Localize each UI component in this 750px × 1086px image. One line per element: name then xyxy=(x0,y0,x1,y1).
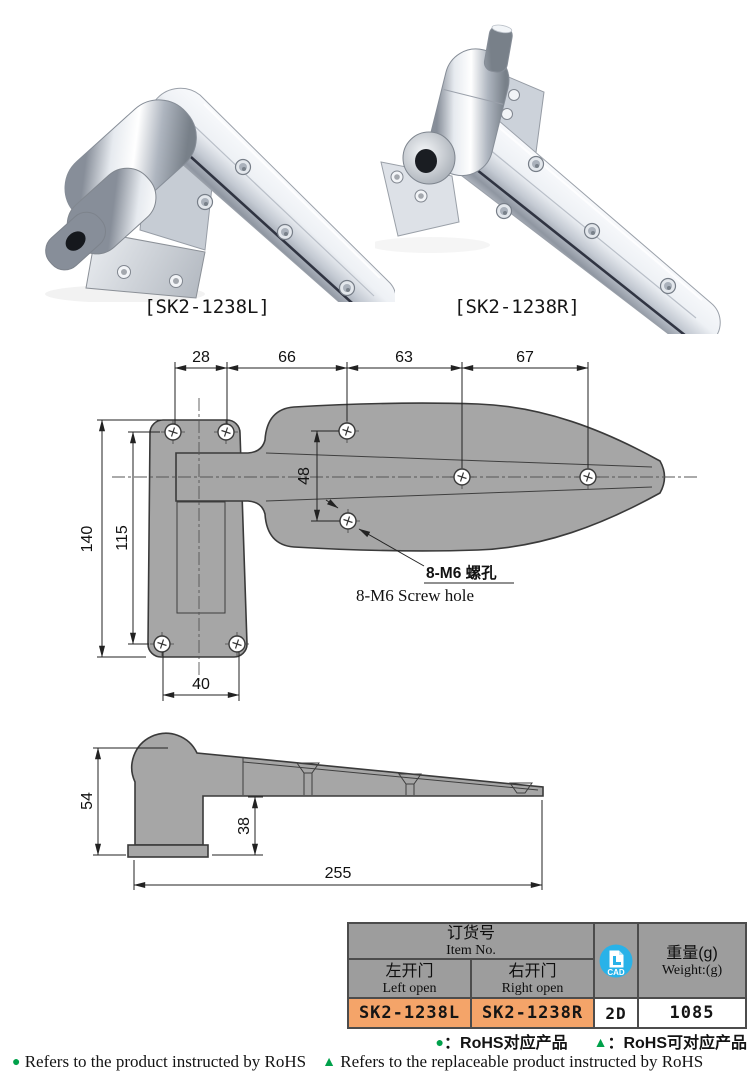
rohs-triangle-text-en: Refers to the replaceable product instru… xyxy=(335,1052,704,1071)
dimension-255: 255 xyxy=(133,800,543,890)
strap-rib-bottom xyxy=(265,486,653,502)
left-open-cn: 左开门 xyxy=(385,962,434,980)
hinge-pin xyxy=(45,211,106,271)
hinge-strap xyxy=(147,87,395,302)
dim-115: 115 xyxy=(114,525,131,551)
rohs-note-cn: ●：RoHS对应产品 ▲：RoHS可对应产品 xyxy=(436,1029,747,1053)
left-open-header: 左开门 Left open xyxy=(347,958,472,999)
table-row: SK2-1238L SK2-1238R 2D 1085 xyxy=(347,997,747,1029)
dim-48: 48 xyxy=(296,467,313,485)
rohs-triangle-icon: ▲ xyxy=(593,1034,608,1050)
photo-shadow xyxy=(375,237,490,253)
weight-header: 重量(g) Weight:(g) xyxy=(637,922,747,999)
hinge-strap xyxy=(440,109,721,334)
rohs-circle-icon: ● xyxy=(12,1055,21,1070)
weight-value-cell: 1085 xyxy=(637,997,747,1029)
plate-slot xyxy=(176,501,226,614)
cad-header-cell: CAD xyxy=(593,922,639,999)
product-label-left: [SK2-1238L] xyxy=(144,296,270,318)
right-open-cn: 右开门 xyxy=(508,962,557,980)
dim-28: 28 xyxy=(192,349,210,366)
spec-table: 订货号 Item No. CAD 重量(g) Weight:(g) xyxy=(347,922,747,1029)
screw-hole-callout: 8-M6 螺孔 8-M6 Screw hole xyxy=(325,499,514,605)
right-open-header: 右开门 Right open xyxy=(470,958,595,999)
base-flange xyxy=(127,844,209,858)
product-photo-left xyxy=(45,87,395,302)
hinge-bracket-front xyxy=(85,231,206,299)
dim-140: 140 xyxy=(79,526,96,553)
cad-badge-label: CAD xyxy=(607,968,625,977)
right-item-cell: SK2-1238R xyxy=(470,997,595,1029)
dim-66: 66 xyxy=(278,349,296,366)
dim-54: 54 xyxy=(79,792,96,810)
strap-screws xyxy=(196,158,356,297)
weight-en: Weight:(g) xyxy=(661,962,723,978)
right-open-en: Right open xyxy=(501,980,564,996)
dimension-115: 115 xyxy=(114,431,160,645)
rohs-triangle-icon: ▲ xyxy=(322,1055,336,1070)
blade-chamfer-line xyxy=(242,761,539,791)
left-open-en: Left open xyxy=(382,980,437,996)
dim-38: 38 xyxy=(236,817,253,835)
dimension-38: 38 xyxy=(212,796,263,856)
rohs-circle-text-cn: ：RoHS对应产品 xyxy=(444,1035,568,1052)
left-item-cell: SK2-1238L xyxy=(347,997,472,1029)
strap-screws xyxy=(495,155,677,295)
item-no-en: Item No. xyxy=(446,943,496,958)
dimension-40: 40 xyxy=(162,652,240,701)
dim-255: 255 xyxy=(325,865,352,882)
side-silhouette xyxy=(130,732,544,846)
callout-cn: 8-M6 螺孔 xyxy=(426,563,497,582)
hinge-knuckle xyxy=(45,99,197,271)
top-view-drawing: 28 66 63 67 140 115 40 xyxy=(79,349,700,701)
side-view-drawing: 54 38 255 xyxy=(79,732,544,890)
rohs-circle-icon: ● xyxy=(435,1034,445,1050)
dimension-chain-top: 28 66 63 67 xyxy=(174,349,589,468)
cad-icon[interactable]: CAD xyxy=(599,944,633,978)
hinge-knuckle xyxy=(402,24,513,185)
dimension-48: 48 xyxy=(296,430,340,522)
hinge-pin xyxy=(483,24,513,73)
item-no-cn: 订货号 xyxy=(446,925,495,942)
rohs-note-en: ● Refers to the product instructed by Ro… xyxy=(12,1052,703,1072)
countersink-marks xyxy=(296,762,533,795)
dim-63: 63 xyxy=(395,349,413,366)
dimension-140: 140 xyxy=(79,419,161,658)
rohs-circle-text-en: Refers to the product instructed by RoHS xyxy=(20,1052,307,1071)
weight-cn: 重量(g) xyxy=(666,944,718,962)
callout-en: 8-M6 Screw hole xyxy=(356,586,474,605)
item-no-header: 订货号 Item No. xyxy=(347,922,595,960)
product-photo-right xyxy=(375,24,721,334)
product-label-right: [SK2-1238R] xyxy=(454,296,580,318)
cad-2d-cell[interactable]: 2D xyxy=(593,997,639,1029)
dim-67: 67 xyxy=(516,349,534,366)
rohs-triangle-text-cn: ：RoHS可对应产品 xyxy=(607,1035,747,1052)
dimension-54: 54 xyxy=(79,747,168,856)
dim-40: 40 xyxy=(192,676,210,693)
